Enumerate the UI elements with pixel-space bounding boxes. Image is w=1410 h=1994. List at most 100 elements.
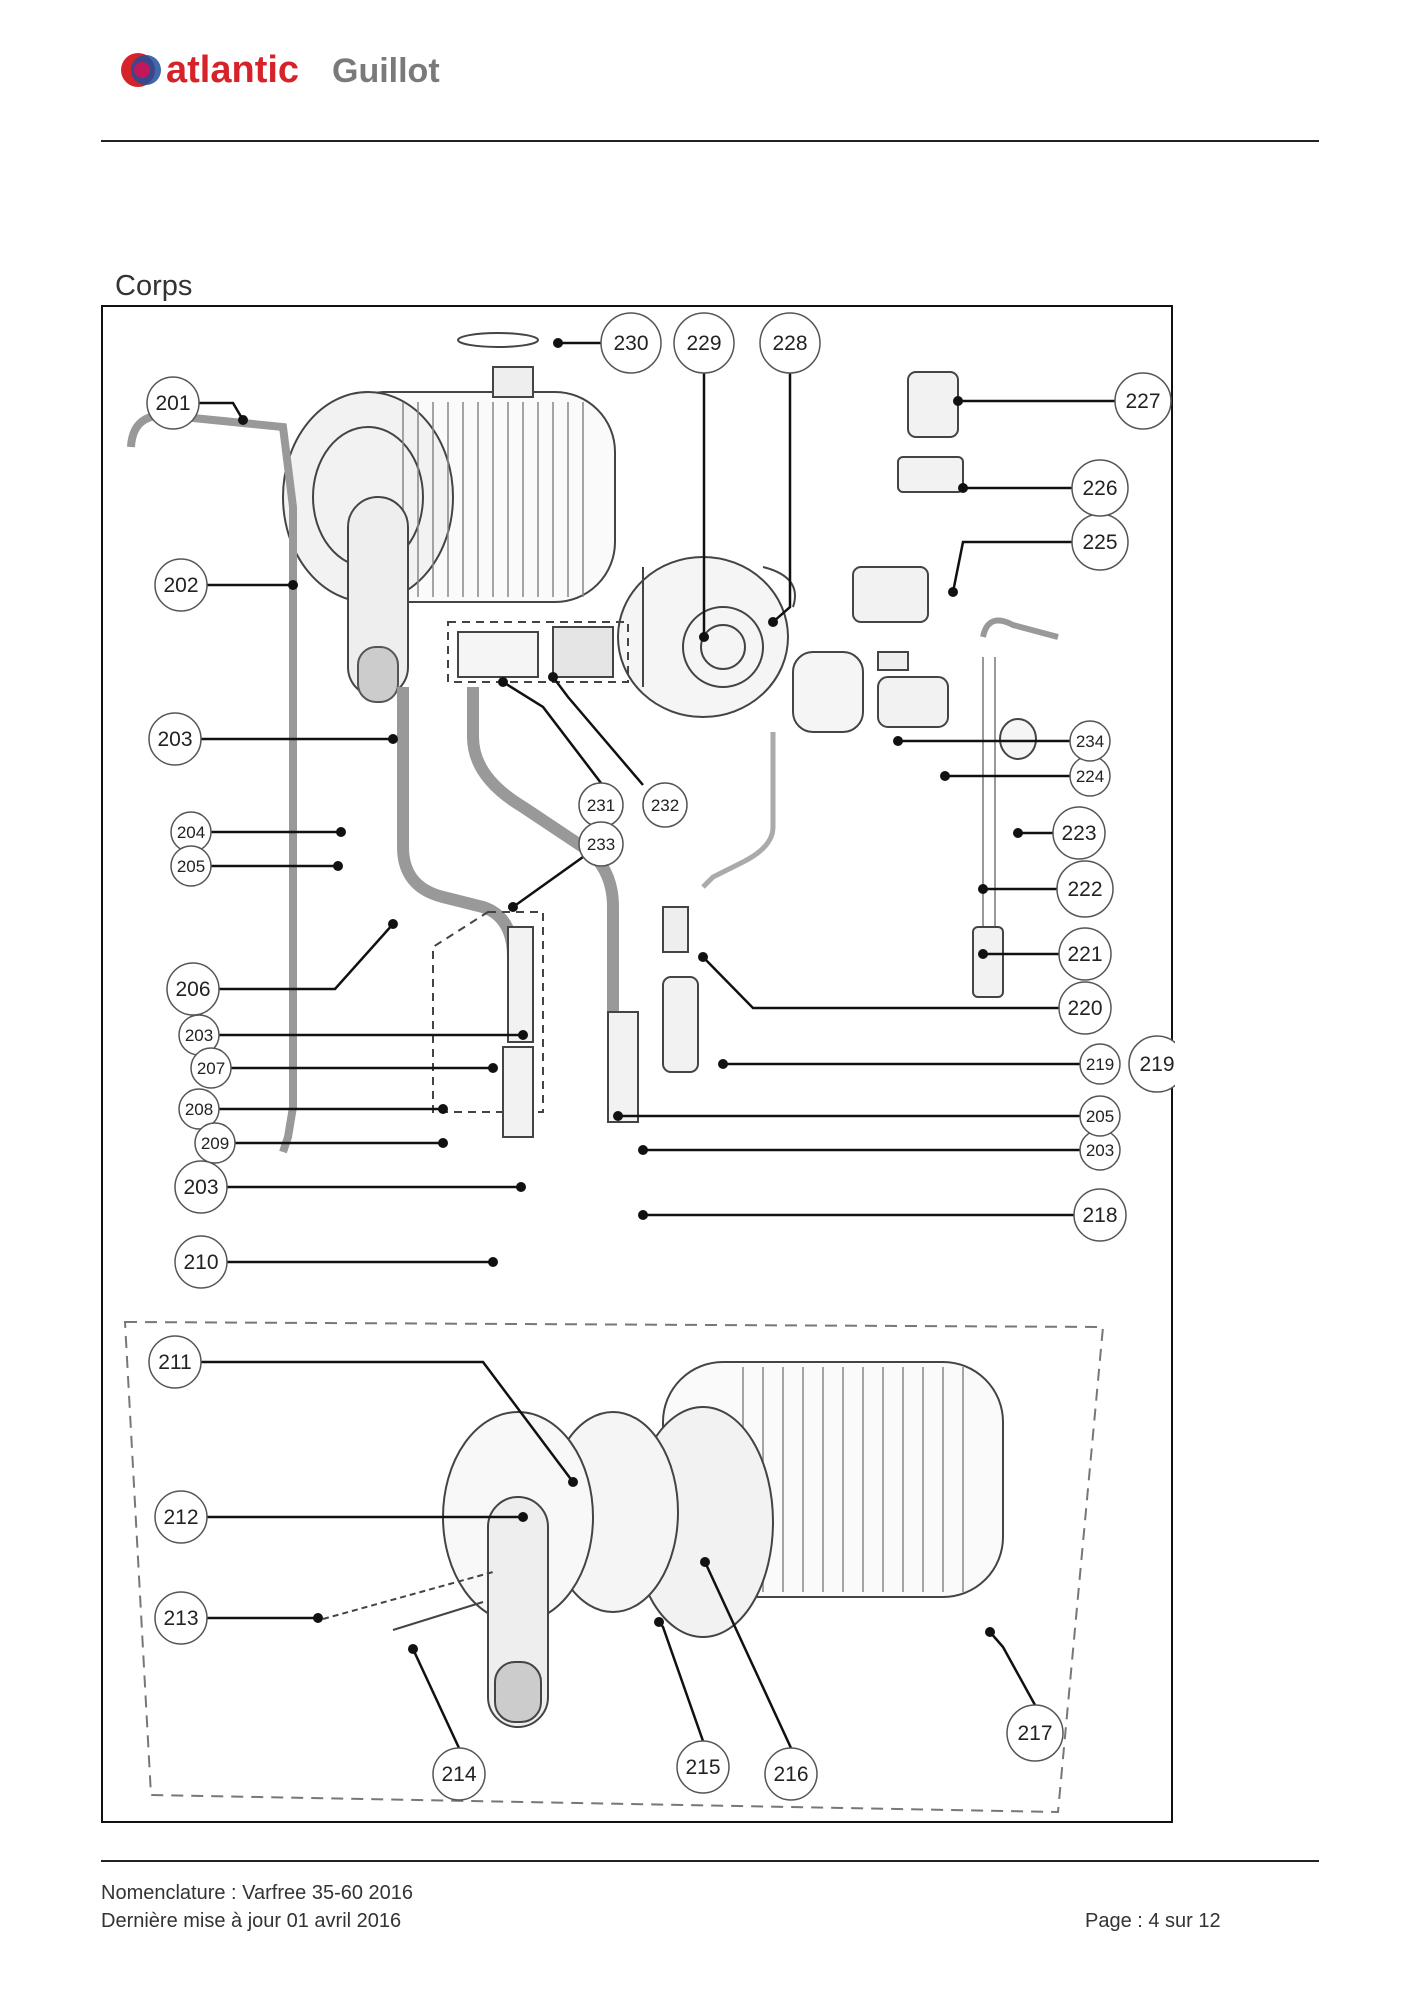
callout-label: 231 — [587, 796, 615, 815]
callout-circle — [178, 1088, 220, 1130]
callout-label: 232 — [651, 796, 679, 815]
callout-216: 216 — [764, 1747, 818, 1801]
callout-circle — [578, 821, 624, 867]
callout-label: 203 — [157, 728, 192, 751]
leader-line-228 — [772, 373, 792, 623]
callout-217: 217 — [1006, 1704, 1064, 1762]
leader-dot-205 — [613, 1111, 623, 1121]
burner-flange-drawing — [457, 631, 539, 678]
callout-208: 208 — [178, 1088, 220, 1130]
leader-dot-213 — [313, 1613, 323, 1623]
leader-dot-203 — [516, 1182, 526, 1192]
gas-pipe-222-drawing — [982, 657, 996, 937]
callout-circle — [759, 312, 821, 374]
leader-dot-219 — [718, 1059, 728, 1069]
leader-dot-231 — [498, 677, 508, 687]
callout-circle — [148, 1335, 202, 1389]
leader-dot-203 — [518, 1030, 528, 1040]
callout-label: 223 — [1061, 822, 1096, 845]
callout-218: 218 — [1073, 1188, 1127, 1242]
leader-dot-228 — [768, 617, 778, 627]
callout-circle — [154, 1490, 208, 1544]
callout-label: 228 — [772, 332, 807, 355]
leader-lines — [199, 338, 1115, 1749]
callout-circle — [1079, 1043, 1121, 1085]
flow-sensor-body-drawing — [507, 926, 534, 1043]
callout-230: 230 — [600, 312, 662, 374]
tee-fitting-218-drawing — [607, 1011, 639, 1123]
leader-dot-232 — [548, 672, 558, 682]
callout-label: 222 — [1067, 878, 1102, 901]
leader-dot-204 — [336, 827, 346, 837]
leader-line-220 — [702, 956, 1059, 1010]
callout-223: 223 — [1052, 806, 1106, 860]
leader-line-216 — [703, 1561, 793, 1749]
brand-name-part1: atlantic — [166, 49, 299, 91]
leader-dot-224 — [940, 771, 950, 781]
callout-224: 224 — [1069, 755, 1111, 797]
callout-226: 226 — [1071, 459, 1129, 517]
leader-dot-233 — [508, 902, 518, 912]
callout-label: 204 — [177, 823, 205, 842]
callout-label: 203 — [183, 1176, 218, 1199]
callout-215: 215 — [676, 1740, 730, 1794]
callout-label: 220 — [1067, 997, 1102, 1020]
callout-203: 203 — [174, 1160, 228, 1214]
leader-line-211 — [201, 1360, 574, 1483]
callout-circle — [432, 1747, 486, 1801]
callout-label: 210 — [183, 1251, 218, 1274]
leader-dot-227 — [953, 396, 963, 406]
callout-label: 225 — [1082, 531, 1117, 554]
leader-dot-212 — [518, 1512, 528, 1522]
callout-222: 222 — [1056, 860, 1114, 918]
leader-dot-217 — [985, 1627, 995, 1637]
callout-circle — [174, 1160, 228, 1214]
callout-label: 213 — [163, 1607, 198, 1630]
leader-dot-223 — [1013, 828, 1023, 838]
callout-label: 224 — [1076, 767, 1104, 786]
callout-234: 234 — [1069, 720, 1111, 762]
callout-circle — [1073, 1188, 1127, 1242]
callout-circle — [676, 1740, 730, 1794]
venturi-drawing — [701, 566, 864, 889]
callout-label: 214 — [441, 1763, 476, 1786]
callout-label: 217 — [1017, 1722, 1052, 1745]
connector-223-drawing — [999, 718, 1037, 760]
pump-body-drawing — [662, 976, 699, 1073]
gasket-drawing — [457, 332, 539, 348]
footer-page-number: Page : 4 sur 12 — [1085, 1910, 1221, 1932]
callout-circle — [1079, 1095, 1121, 1137]
callout-225: 225 — [1071, 513, 1129, 571]
leader-line-215 — [658, 1621, 705, 1742]
callout-label: 202 — [163, 574, 198, 597]
callout-circle — [1058, 927, 1112, 981]
pressure-switch-drawing — [907, 371, 959, 438]
callout-circle — [1114, 372, 1172, 430]
callout-207: 207 — [190, 1047, 232, 1089]
callout-228: 228 — [759, 312, 821, 374]
callout-label: 209 — [201, 1134, 229, 1153]
leader-line-231 — [502, 680, 602, 784]
leader-dot-216 — [700, 1557, 710, 1567]
callout-layer: 2012022032042052062032072082092032102112… — [146, 312, 1175, 1801]
gasket-232-drawing — [552, 626, 614, 678]
callout-231: 231 — [578, 782, 624, 828]
callout-circle — [146, 376, 200, 430]
callout-201: 201 — [146, 376, 200, 430]
callout-circle — [1069, 720, 1111, 762]
leader-line-201 — [199, 401, 245, 421]
header-divider — [101, 140, 1319, 142]
leader-dot-221 — [978, 949, 988, 959]
callout-circle — [1006, 1704, 1064, 1762]
callout-label: 206 — [175, 978, 210, 1001]
leader-line-206 — [219, 923, 394, 991]
leader-dot-211 — [568, 1477, 578, 1487]
leader-dot-201 — [238, 415, 248, 425]
heat-exchanger-upper-drawing — [282, 366, 616, 703]
callout-label: 219 — [1086, 1055, 1114, 1074]
callout-label: 229 — [686, 332, 721, 355]
electrode-214-drawing — [392, 1601, 484, 1631]
callout-circle — [148, 712, 202, 766]
callout-label: 203 — [1086, 1141, 1114, 1160]
callout-219: 219 — [1079, 1043, 1121, 1085]
